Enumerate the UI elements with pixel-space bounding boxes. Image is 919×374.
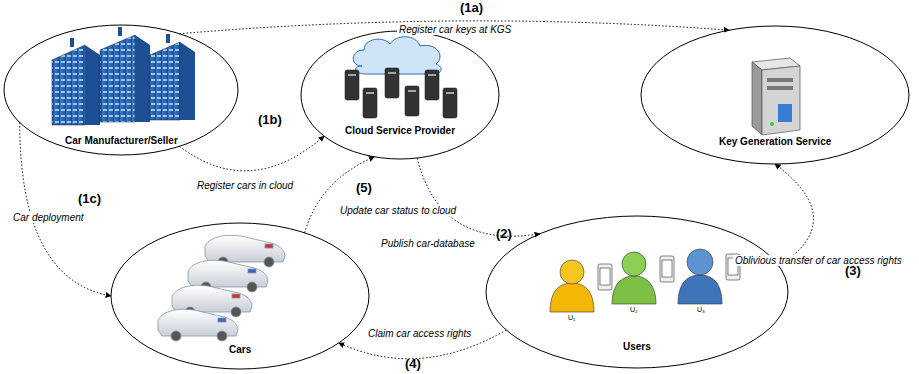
dotted-connector (775, 164, 813, 266)
dotted-connector (20, 123, 111, 297)
callout-number: (1b) (258, 112, 282, 127)
user-icon (550, 249, 740, 312)
callout-number: (1a) (460, 0, 483, 15)
node-title: Cloud Service Provider (345, 125, 455, 136)
callout-number: (2) (496, 226, 512, 241)
callout-number: (1c) (78, 191, 101, 206)
node-ellipse: Car Manufacturer/Seller (3, 24, 239, 156)
dotted-connector (417, 158, 540, 236)
node-title: Key Generation Service (719, 136, 831, 147)
edge-label: Register car keys at KGS (397, 24, 513, 35)
ellipse-outline (300, 30, 500, 160)
node-ellipse: Key Generation Service (640, 25, 910, 165)
server-icon (752, 58, 800, 135)
user-label: U₂ (630, 306, 638, 313)
callout-number: (4) (405, 356, 421, 371)
node-ellipse: Cloud Service Provider (300, 30, 500, 160)
edge-label: Car deployment (11, 212, 86, 223)
car-icon (158, 235, 285, 341)
edge-label: Publish car-database (379, 238, 477, 249)
node-title: Cars (229, 344, 251, 355)
node-title: Car Manufacturer/Seller (65, 135, 178, 146)
node-ellipse: Users (485, 215, 789, 369)
cloud-icon (345, 37, 457, 118)
edge-label: Register cars in cloud (195, 180, 295, 191)
callout-number: (5) (356, 180, 372, 195)
user-label: U₃ (697, 306, 705, 313)
user-label: U₁ (568, 314, 575, 321)
dotted-connector (305, 157, 375, 233)
edge-label: Update car status to cloud (338, 205, 458, 216)
dotted-connector (180, 136, 325, 171)
edge-label: Oblivious transfer of car access rights (733, 255, 904, 266)
edge-label: Claim car access rights (366, 328, 473, 339)
node-title: Users (623, 341, 651, 352)
building-icon (52, 27, 195, 125)
node-ellipse: Cars (110, 222, 370, 370)
